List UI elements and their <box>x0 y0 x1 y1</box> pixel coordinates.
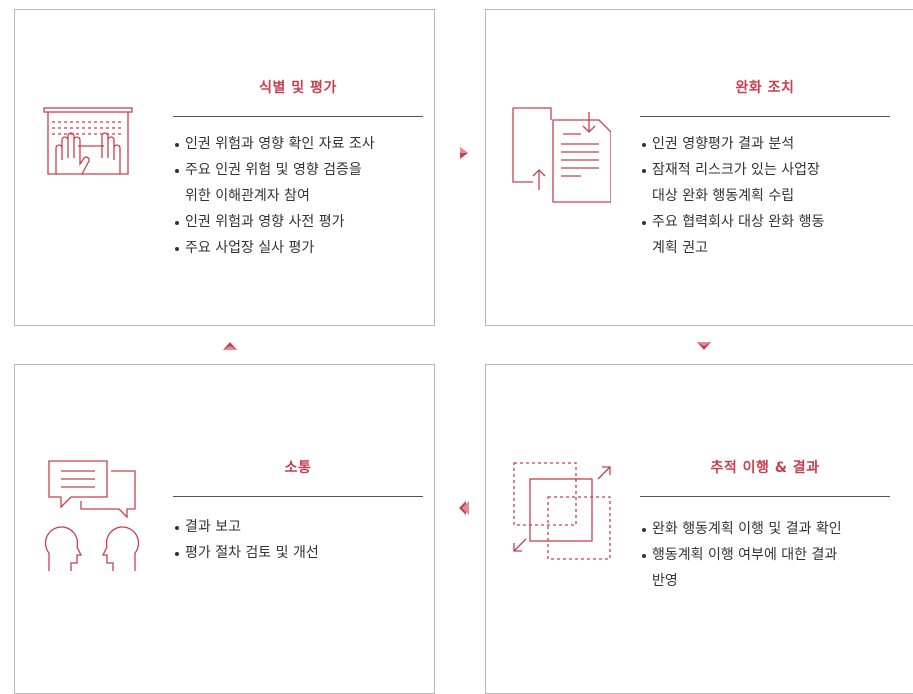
item-list: 완화 행동계획 이행 및 결과 확인 행동계획 이행 여부에 대한 결과 반영 <box>640 516 910 594</box>
list-item: 평가 절차 검토 및 개선 <box>173 540 428 566</box>
item-list: 결과 보고 평가 절차 검토 및 개선 <box>173 514 428 566</box>
panel-title: 소통 <box>284 460 312 476</box>
panel-title: 식별 및 평가 <box>259 80 337 96</box>
identify-panel: 식별 및 평가 인권 위험과 영향 확인 자료 조사 주요 인권 위험 및 영향… <box>14 9 435 326</box>
list-item-continuation: 계획 권고 <box>652 240 708 256</box>
list-item: 인권 위험과 영향 확인 자료 조사 <box>173 131 428 157</box>
track-panel: 추적 이행 & 결과 완화 행동계획 이행 및 결과 확인 행동계획 이행 여부… <box>485 364 913 694</box>
arrow-down-icon <box>697 342 711 350</box>
arrow-right-icon <box>460 147 468 159</box>
list-item: 잠재적 리스크가 있는 사업장 <box>640 157 900 183</box>
list-item-continuation: 반영 <box>652 573 678 589</box>
title-divider <box>640 496 890 497</box>
title-divider <box>173 116 423 117</box>
panel-title: 추적 이행 & 결과 <box>710 460 820 476</box>
title-divider <box>173 496 423 497</box>
list-item: 주요 협력회사 대상 완화 행동 <box>640 209 900 235</box>
arrow-left-icon <box>459 501 469 515</box>
list-item-continuation: 대상 완화 행동계획 수립 <box>652 188 795 204</box>
title-divider <box>640 116 890 117</box>
people-chat-icon <box>45 460 140 571</box>
list-item-continuation: 위한 이해관계자 참여 <box>185 188 310 204</box>
item-list: 인권 영향평가 결과 분석 잠재적 리스크가 있는 사업장 대상 완화 행동계획… <box>640 131 900 261</box>
list-item: 인권 위험과 영향 사전 평가 <box>173 209 428 235</box>
list-item: 완화 행동계획 이행 및 결과 확인 <box>640 516 910 542</box>
panel-title: 완화 조치 <box>735 80 795 96</box>
arrow-up-icon <box>223 342 237 350</box>
document-exchange-icon <box>512 107 611 203</box>
list-item: 주요 사업장 실사 평가 <box>173 235 428 261</box>
list-item: 주요 인권 위험 및 영향 검증을 <box>173 157 428 183</box>
hands-keyboard-icon <box>43 107 133 175</box>
expanding-squares-icon <box>513 462 611 560</box>
communicate-panel: 소통 결과 보고 평가 절차 검토 및 개선 <box>14 364 435 694</box>
list-item: 행동계획 이행 여부에 대한 결과 <box>640 542 910 568</box>
item-list: 인권 위험과 영향 확인 자료 조사 주요 인권 위험 및 영향 검증을 위한 … <box>173 131 428 261</box>
list-item: 결과 보고 <box>173 514 428 540</box>
list-item: 인권 영향평가 결과 분석 <box>640 131 900 157</box>
mitigate-panel: 완화 조치 인권 영향평가 결과 분석 잠재적 리스크가 있는 사업장 대상 완… <box>485 9 913 326</box>
